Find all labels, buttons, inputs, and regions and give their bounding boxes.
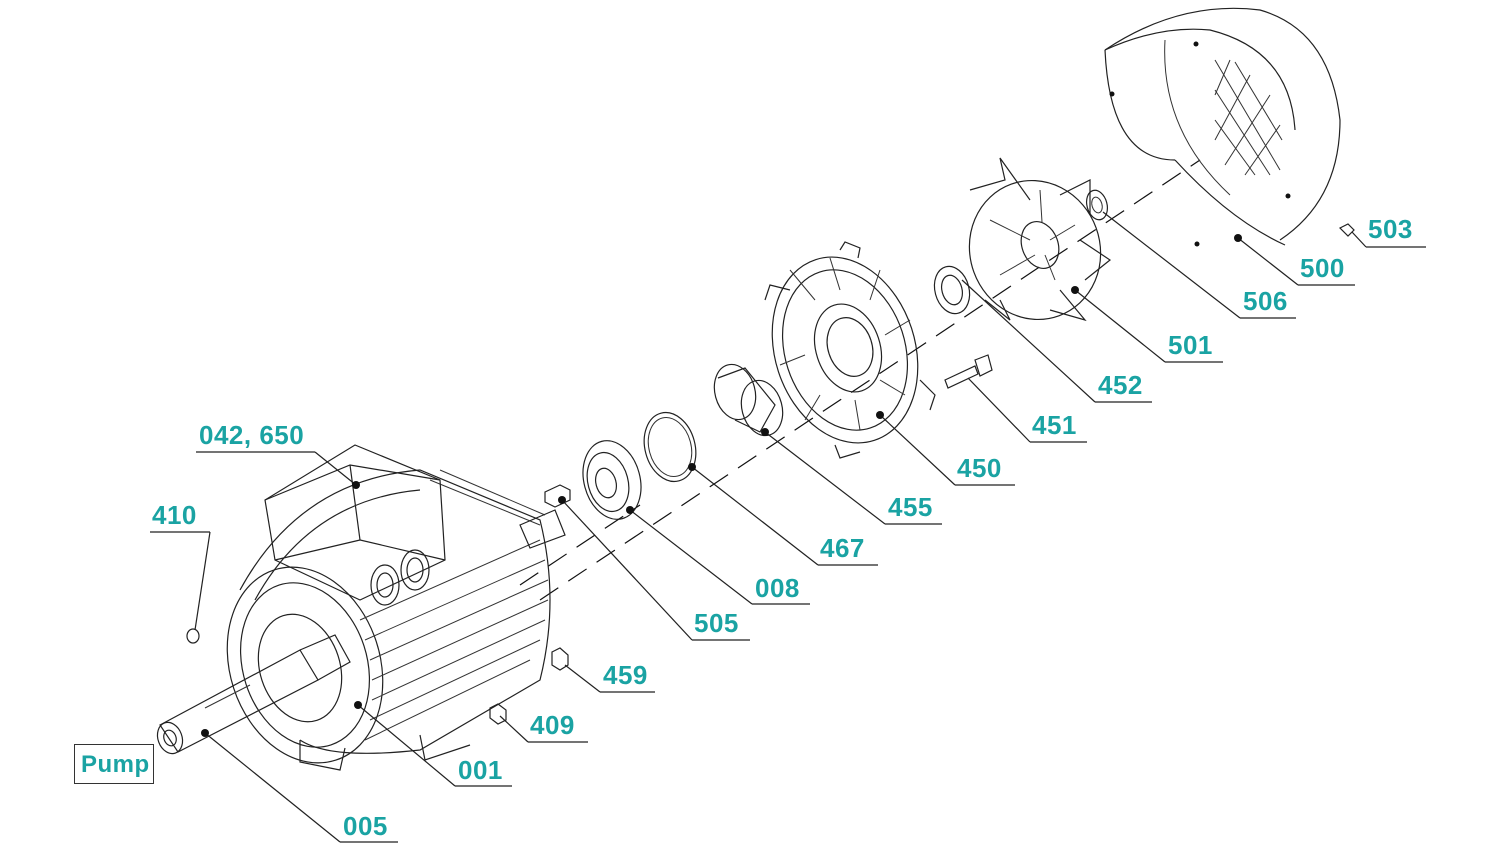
motor-housing [226,444,566,771]
label-452: 452 [1098,370,1143,400]
label-001: 001 [458,755,503,785]
pump-label: Pump [81,751,150,778]
seal-ring [933,265,971,315]
bearing-cap [713,363,784,437]
circlip [643,411,697,483]
pump-label-box [74,744,154,784]
nut-459 [551,647,569,671]
label-042-650: 042, 650 [199,420,305,450]
label-451: 451 [1032,410,1077,440]
label-409: 409 [530,710,575,740]
end-shield [764,241,936,459]
label-506: 506 [1243,286,1288,316]
fan [968,157,1112,322]
shaft [156,634,351,755]
label-501: 501 [1168,330,1213,360]
label-459: 459 [603,660,648,690]
label-467: 467 [820,533,865,563]
bearing [582,440,642,520]
label-005: 005 [343,811,388,841]
centre-axis [519,159,1201,601]
key [544,484,571,508]
label-505: 505 [694,608,739,638]
bolt [944,354,993,389]
fan-cover [1104,7,1341,247]
screw-503 [1338,223,1355,237]
label-503: 503 [1368,214,1413,244]
label-500: 500 [1300,253,1345,283]
label-410: 410 [152,500,197,530]
leader-lines [150,211,1426,843]
label-455: 455 [888,492,933,522]
label-008: 008 [755,573,800,603]
nut-409 [489,703,507,725]
retaining-ring-410 [186,628,200,644]
fan-washer [1085,189,1109,221]
label-450: 450 [957,453,1002,483]
